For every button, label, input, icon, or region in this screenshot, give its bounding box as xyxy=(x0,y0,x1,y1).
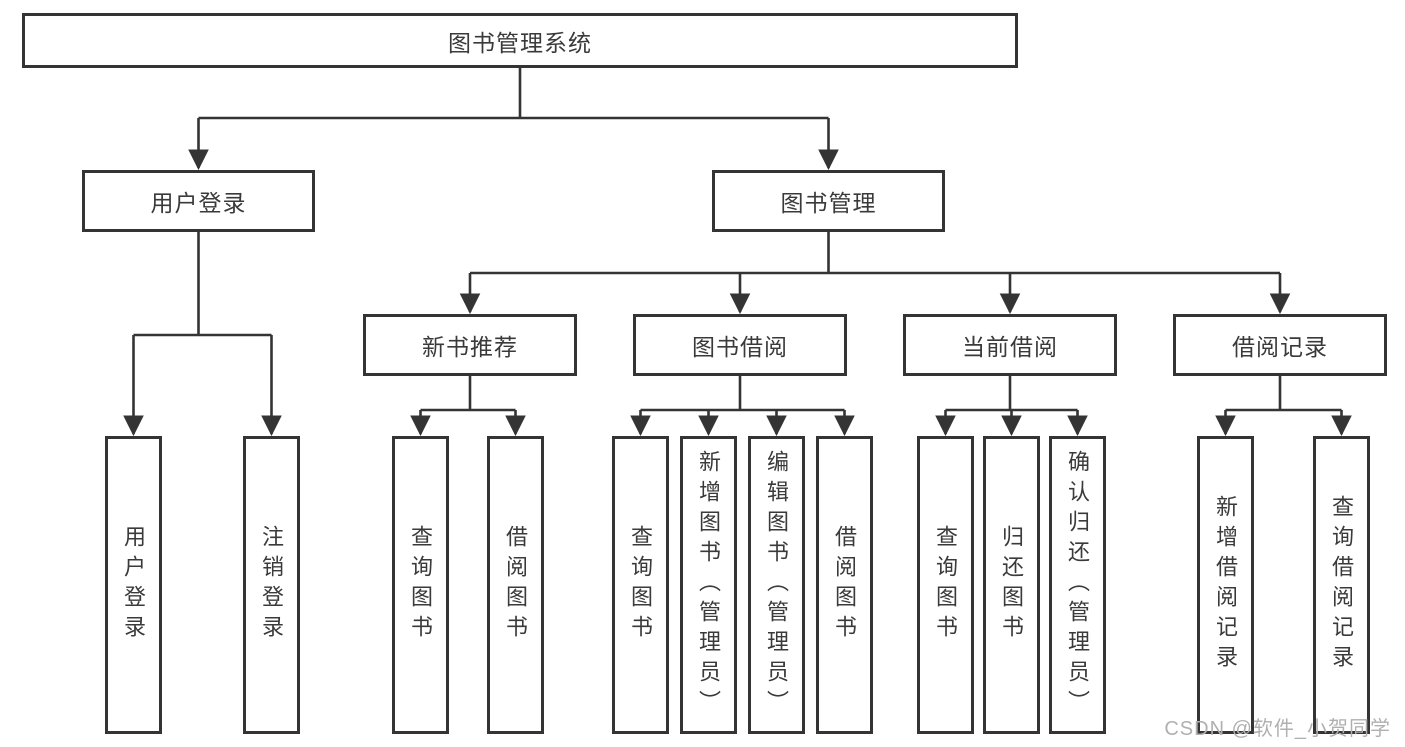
node-leaf-nb-query-books: 查询图书 xyxy=(392,436,449,734)
node-root-system: 图书管理系统 xyxy=(22,13,1018,68)
node-leaf-bb-edit-books-admin: 编辑图书（管理员） xyxy=(748,436,805,734)
node-label: 图书借阅 xyxy=(692,334,788,360)
node-borrowing-records: 借阅记录 xyxy=(1173,314,1387,376)
node-label: 借阅图书 xyxy=(832,525,858,645)
node-label: 借阅图书 xyxy=(503,525,529,645)
node-label: 图书管理 xyxy=(780,190,877,216)
node-leaf-nb-borrow-books: 借阅图书 xyxy=(487,436,544,734)
node-user-login-branch: 用户登录 xyxy=(82,170,315,232)
node-leaf-bb-add-books-admin: 新增图书（管理员） xyxy=(680,436,737,734)
node-leaf-br-query-record: 查询借阅记录 xyxy=(1313,436,1370,734)
node-label: 查询借阅记录 xyxy=(1329,495,1355,675)
node-leaf-br-add-record: 新增借阅记录 xyxy=(1197,436,1254,734)
node-label: 确认归还（管理员） xyxy=(1065,450,1091,720)
csdn-watermark: CSDN @软件_小贺同学 xyxy=(1164,718,1391,740)
node-current-borrowing: 当前借阅 xyxy=(903,314,1117,376)
node-label: 查询图书 xyxy=(628,525,654,645)
node-label: 注销登录 xyxy=(259,525,285,645)
node-leaf-cb-confirm-return-admin: 确认归还（管理员） xyxy=(1049,436,1106,734)
node-leaf-bb-query-books: 查询图书 xyxy=(612,436,669,734)
node-label: 归还图书 xyxy=(999,525,1025,645)
node-label: 编辑图书（管理员） xyxy=(764,450,790,720)
node-label: 图书管理系统 xyxy=(448,29,592,56)
node-label: 用户登录 xyxy=(150,190,247,216)
node-leaf-cb-return-books: 归还图书 xyxy=(983,436,1040,734)
node-book-borrowing: 图书借阅 xyxy=(633,314,847,376)
node-label: 查询图书 xyxy=(933,525,959,645)
node-leaf-bb-borrow-books: 借阅图书 xyxy=(816,436,873,734)
node-label: 用户登录 xyxy=(121,525,147,645)
node-label: 新增图书（管理员） xyxy=(696,450,722,720)
node-new-book-recommend: 新书推荐 xyxy=(363,314,577,376)
node-label: 当前借阅 xyxy=(962,334,1058,360)
node-label: 查询图书 xyxy=(408,525,434,645)
node-leaf-user-login: 用户登录 xyxy=(105,436,162,734)
node-leaf-cb-query-books: 查询图书 xyxy=(917,436,974,734)
node-label: 新书推荐 xyxy=(422,334,518,360)
node-label: 借阅记录 xyxy=(1232,334,1328,360)
node-book-management: 图书管理 xyxy=(712,170,945,232)
node-leaf-logout: 注销登录 xyxy=(243,436,300,734)
node-label: 新增借阅记录 xyxy=(1213,495,1239,675)
